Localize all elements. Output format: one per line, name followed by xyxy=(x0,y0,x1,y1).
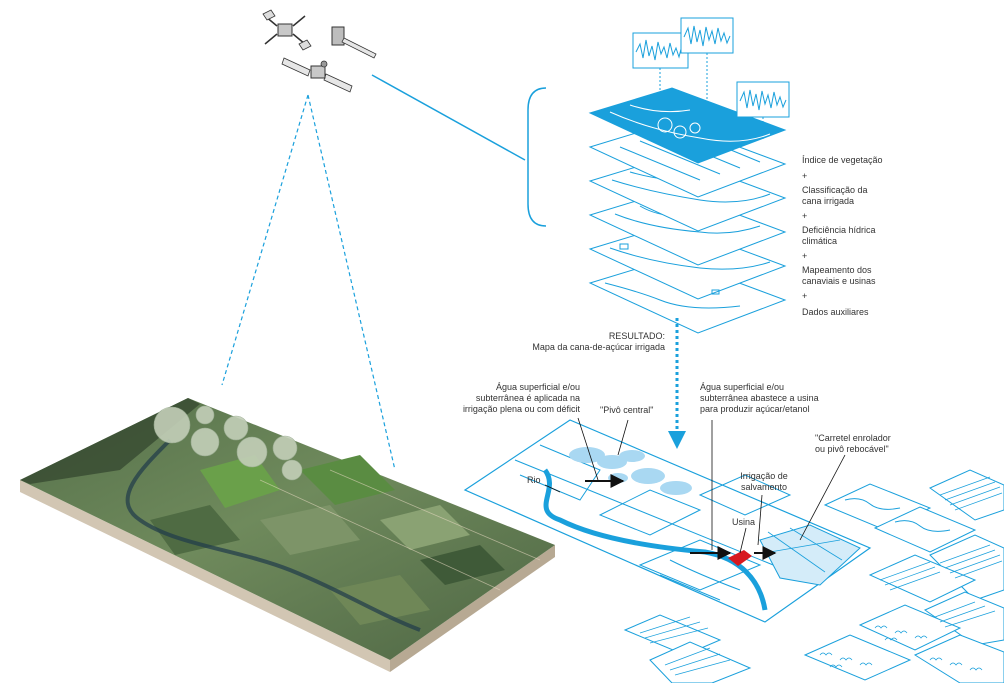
connector-line xyxy=(371,74,526,161)
layer-label-cane-mapping: Mapeamento dos canaviais e usinas xyxy=(802,265,876,286)
layer-plus-2: + xyxy=(802,211,808,221)
satellite-3-icon xyxy=(281,57,353,93)
layer-plus-3: + xyxy=(802,251,808,261)
callout-reel-pivot: "Carretel enrolador ou pivô rebocável" xyxy=(815,433,891,454)
callout-salvage-irrigation: Irrigação de salvamento xyxy=(740,471,788,492)
satellite-2-icon xyxy=(331,26,377,59)
layer-plus-4: + xyxy=(802,291,808,301)
result-map xyxy=(463,419,872,623)
side-parcels xyxy=(623,469,1004,684)
callout-mill: Usina xyxy=(732,517,756,527)
callout-full-irrigation: Água superficial e/ou subterrânea é apli… xyxy=(462,382,580,414)
satellite-1-icon xyxy=(262,9,312,51)
terrain-block xyxy=(20,398,555,672)
callout-river: Rio xyxy=(527,475,541,485)
layers-bracket xyxy=(527,87,547,227)
callout-mill-supply: Água superficial e/ou subterrânea abaste… xyxy=(700,382,819,414)
view-cone xyxy=(221,94,396,471)
leader-lines xyxy=(544,417,846,554)
result-caption: Mapa da cana-de-açúcar irrigada xyxy=(532,342,665,352)
callout-center-pivot: "Pivô central" xyxy=(600,405,654,415)
layer-plus-1: + xyxy=(802,171,808,181)
layer-label-water-deficit: Deficiência hídrica climática xyxy=(802,225,876,246)
layer-label-auxiliary-data: Dados auxiliares xyxy=(802,307,869,317)
layer-label-vegetation-index: Índice de vegetação xyxy=(802,155,883,165)
data-layers-stack xyxy=(588,87,787,334)
result-heading: RESULTADO: xyxy=(608,331,665,341)
layer-label-irrigated-cane: Classificação da cana irrigada xyxy=(802,185,868,206)
mill-marker xyxy=(728,550,752,566)
signal-graphs xyxy=(632,17,790,140)
